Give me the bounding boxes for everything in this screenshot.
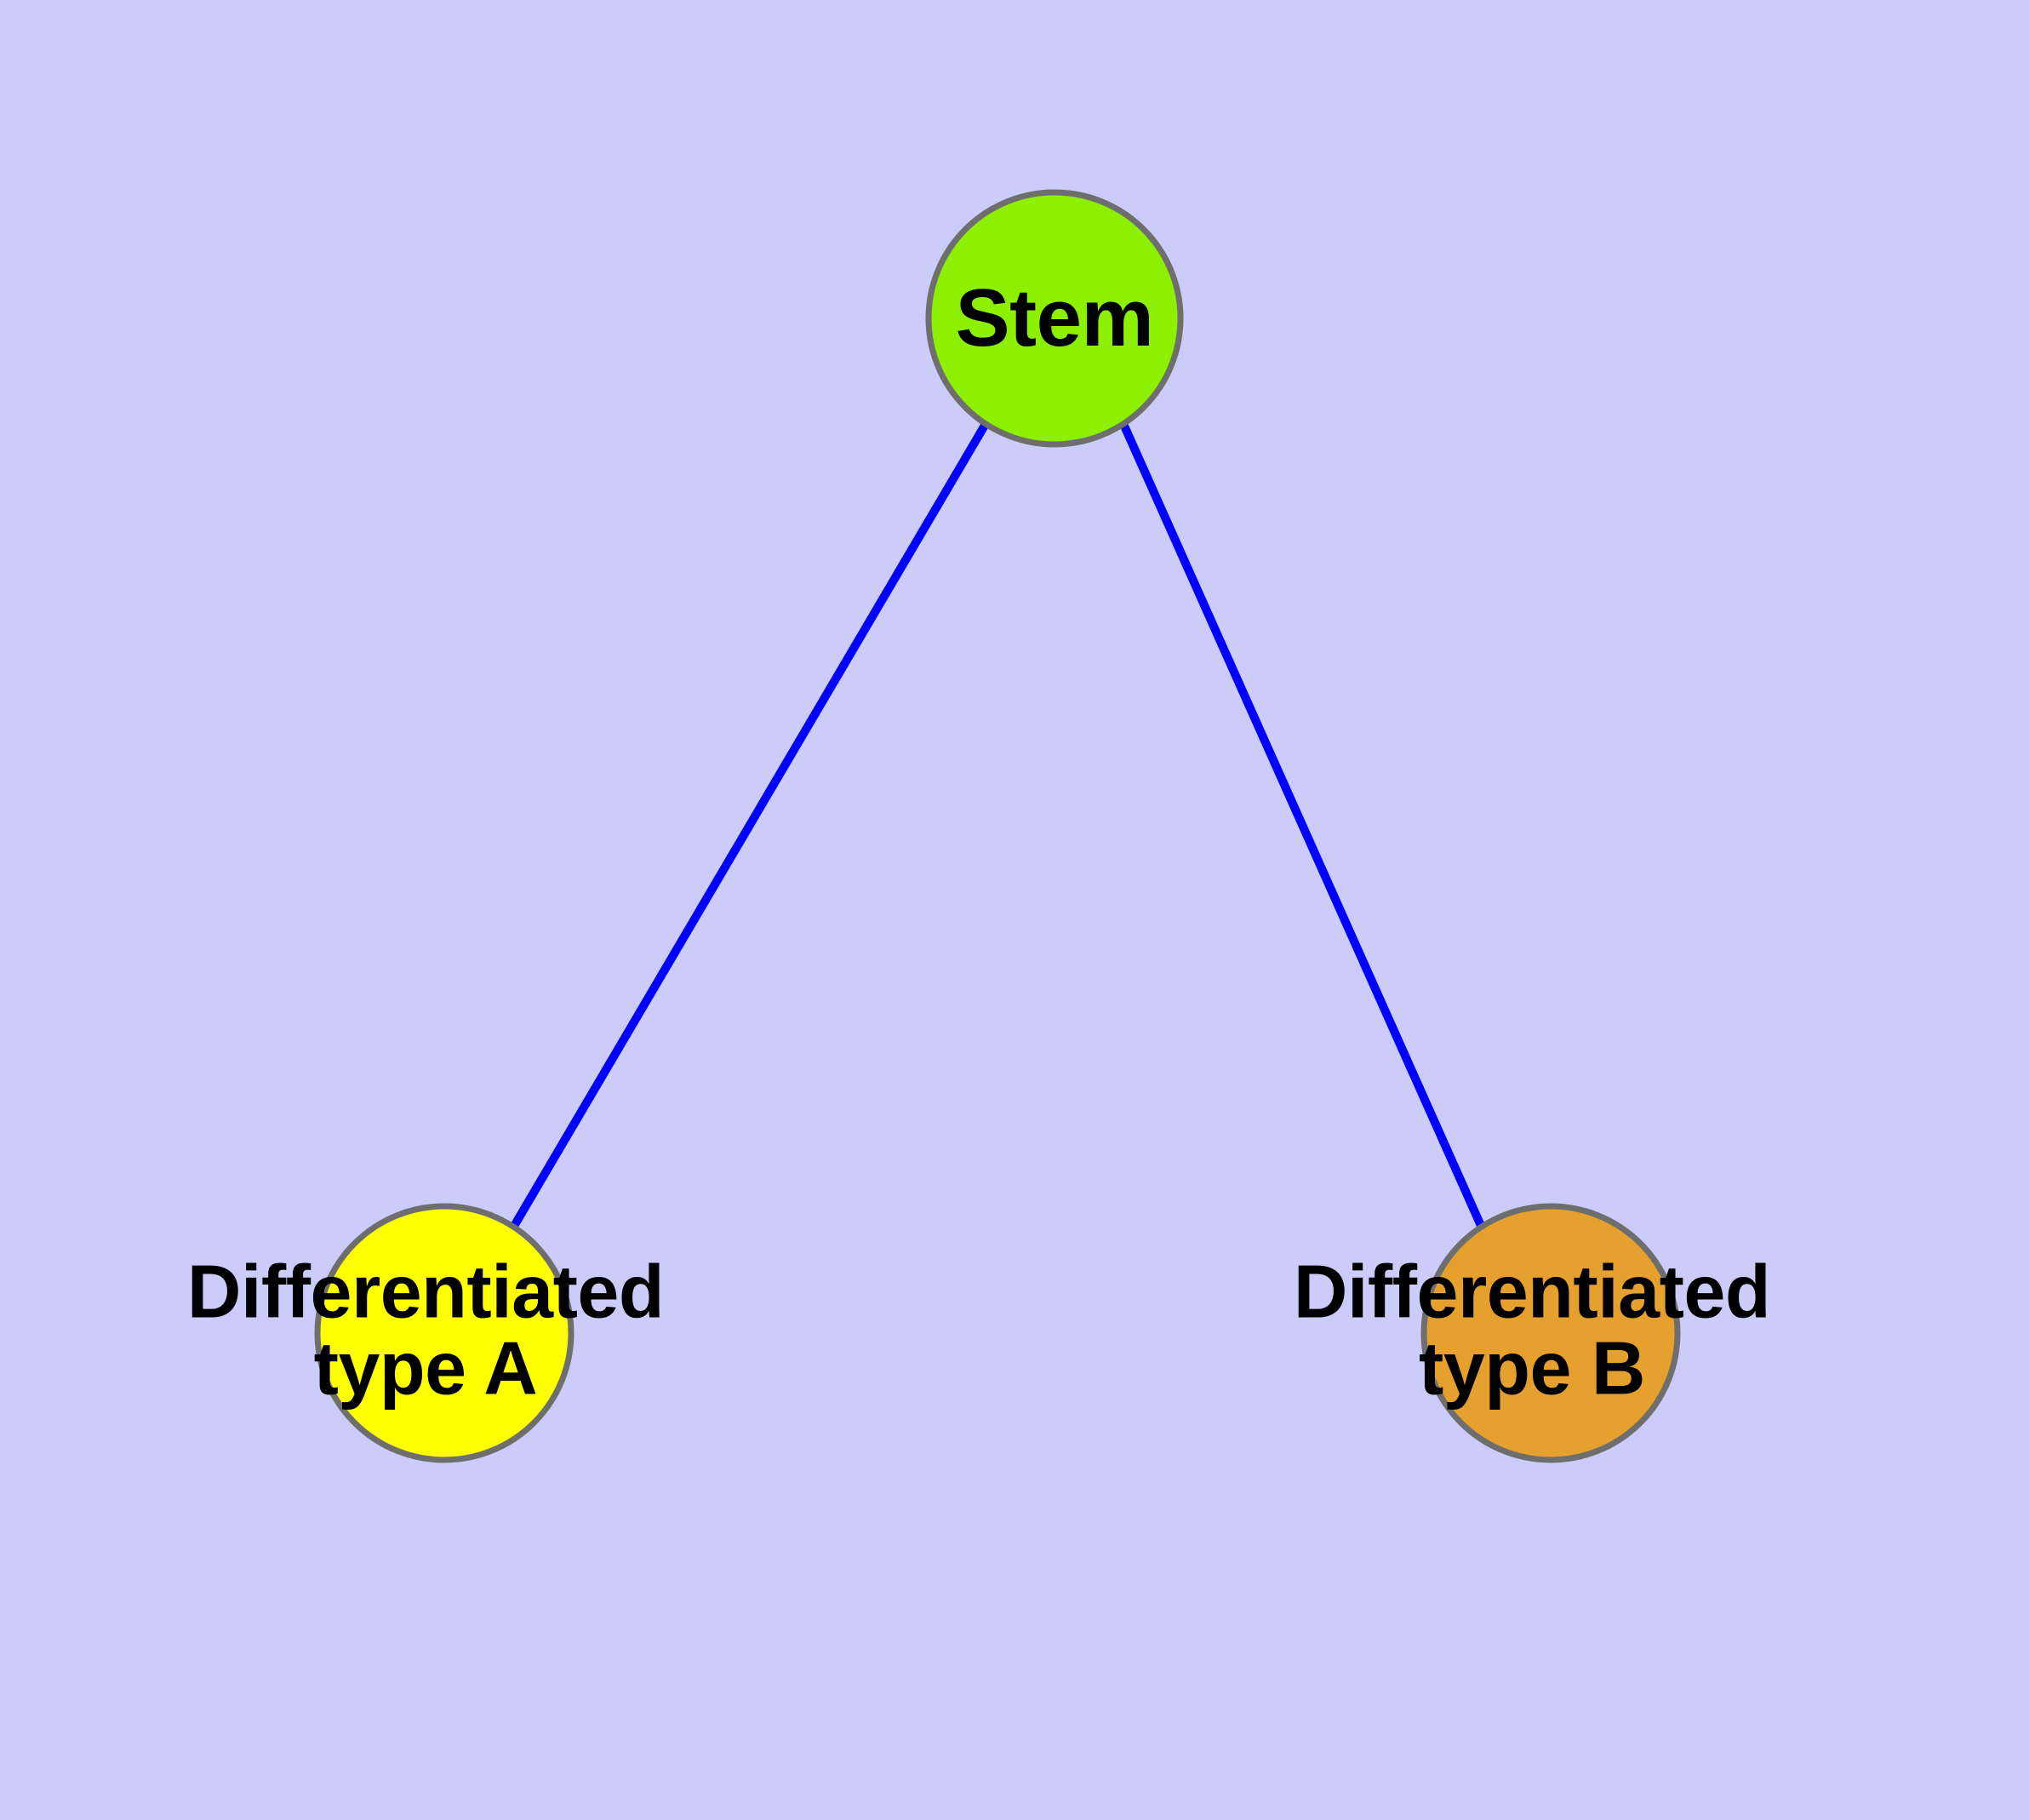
node-circle-diff-a[interactable] [314, 1203, 574, 1463]
node-layer [314, 189, 1681, 1463]
node-circle-stem[interactable] [925, 189, 1184, 448]
edge-stem-to-diff-b[interactable] [1119, 421, 1486, 1230]
edge-stem-to-diff-a[interactable] [509, 421, 990, 1230]
node-circle-diff-b[interactable] [1420, 1203, 1681, 1463]
edge-layer [509, 421, 1486, 1230]
